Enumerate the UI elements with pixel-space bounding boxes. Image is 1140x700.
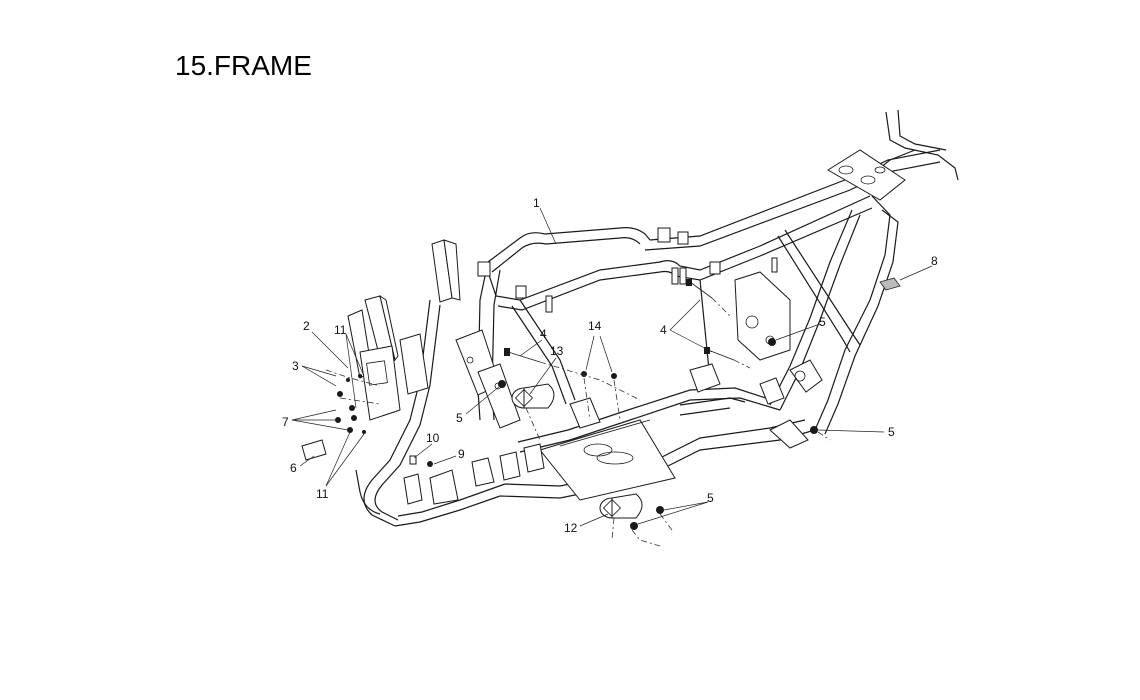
part-9-fastener xyxy=(427,461,433,467)
callout-2: 2 xyxy=(303,319,310,333)
callout-7: 7 xyxy=(282,415,289,429)
part-12-bushing xyxy=(599,493,643,519)
part-14-nut-b xyxy=(611,373,617,379)
frame-assembly xyxy=(347,109,959,527)
diagram-title: 15.FRAME xyxy=(175,50,312,81)
callout-5-rear-mount: 5 xyxy=(819,315,826,329)
callout-10: 10 xyxy=(426,431,440,445)
part-7-11-screws xyxy=(335,374,366,434)
assembly-centerlines xyxy=(325,297,831,547)
part-4-bolts xyxy=(504,279,735,363)
callout-8: 8 xyxy=(931,254,938,268)
callout-9: 9 xyxy=(458,447,465,461)
callout-6: 6 xyxy=(290,461,297,475)
part-14-nut-a xyxy=(581,371,587,377)
leader-lines xyxy=(291,207,933,527)
callout-14: 14 xyxy=(588,319,602,333)
callout-5-bottom: 5 xyxy=(707,491,714,505)
callout-4-front: 4 xyxy=(540,327,547,341)
callout-1: 1 xyxy=(533,196,540,210)
part-13-bushing xyxy=(511,383,555,409)
callout-11-lower: 11 xyxy=(316,487,329,501)
callout-11-upper: 11 xyxy=(334,323,347,337)
callout-12: 12 xyxy=(564,521,578,535)
callout-3: 3 xyxy=(292,359,299,373)
callout-4-rear: 4 xyxy=(660,323,667,337)
part-10-fastener xyxy=(409,455,417,465)
callout-13: 13 xyxy=(550,344,564,358)
part-6-label xyxy=(301,439,327,461)
part-5-nuts xyxy=(498,338,818,530)
callout-numbers: 1 2 3 4 4 5 5 5 5 6 7 8 9 10 11 11 12 13… xyxy=(282,196,938,535)
callout-5-front: 5 xyxy=(456,411,463,425)
callout-5-right: 5 xyxy=(888,425,895,439)
part-8-block xyxy=(879,277,901,291)
